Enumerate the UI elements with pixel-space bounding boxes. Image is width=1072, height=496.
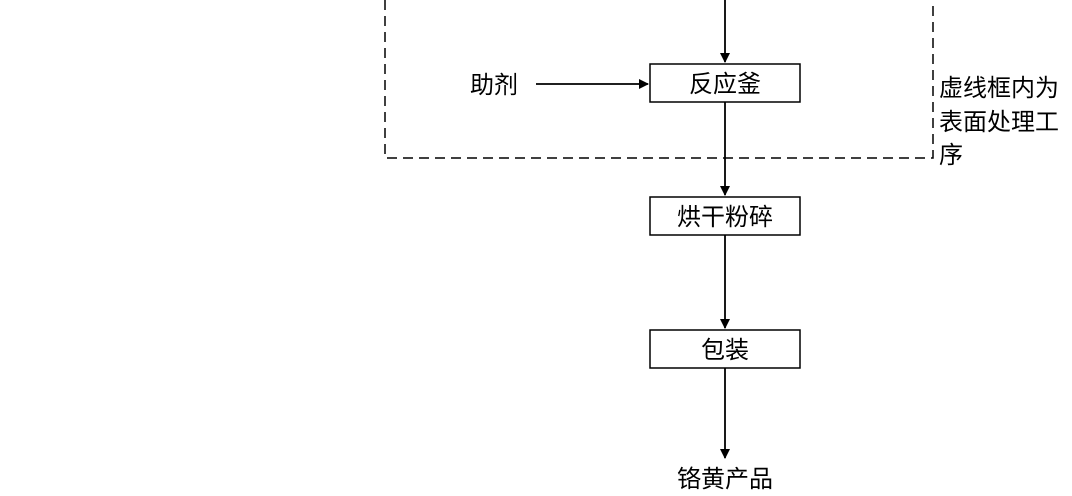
annotation-line-3: 序	[939, 141, 963, 169]
surface-treatment-dashed-frame	[384, 0, 934, 159]
packaging-label: 包装	[701, 336, 749, 364]
reactor-label: 反应釜	[689, 70, 761, 98]
drying-crushing-box	[649, 196, 801, 236]
additive-label: 助剂	[470, 71, 518, 99]
product-label: 铬黄产品	[677, 465, 773, 493]
drying-crushing-label: 烘干粉碎	[677, 203, 773, 231]
annotation-line-1: 虚线框内为	[939, 74, 1059, 102]
reactor-box	[649, 63, 801, 103]
annotation-line-2: 表面处理工	[939, 108, 1059, 136]
